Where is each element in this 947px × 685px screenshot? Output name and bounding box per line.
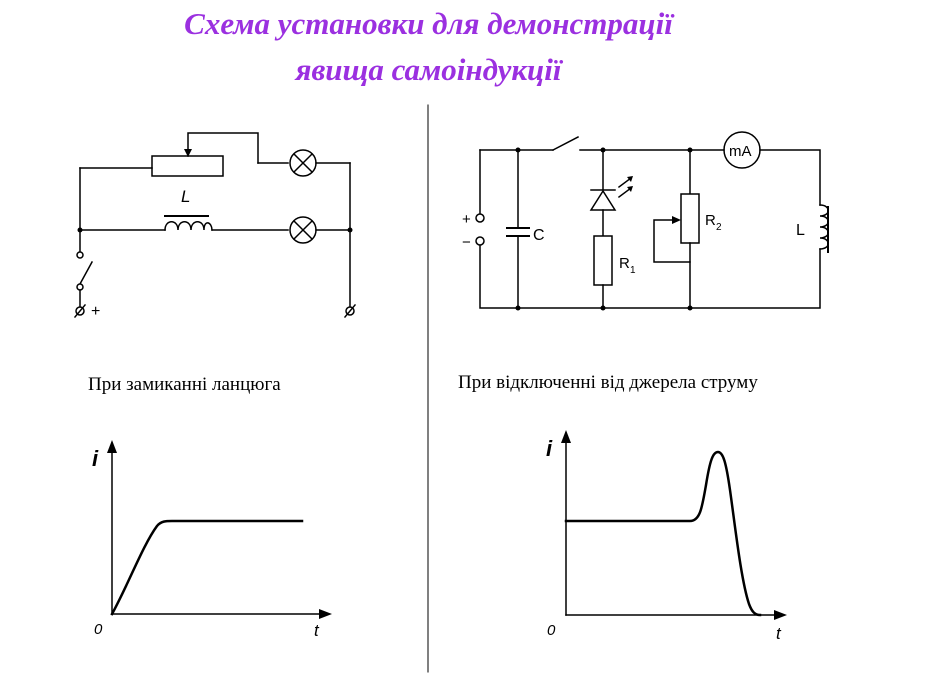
inductor-coil-right bbox=[819, 204, 829, 250]
rheostat bbox=[151, 155, 224, 177]
switch-left bbox=[78, 260, 94, 286]
terminal-minus bbox=[475, 236, 485, 246]
right-graph-x-label: t bbox=[776, 624, 782, 643]
right-graph bbox=[561, 430, 787, 620]
left-graph bbox=[107, 440, 332, 619]
right-graph-origin: 0 bbox=[547, 622, 556, 639]
right-graph-curve bbox=[564, 450, 762, 617]
rheostat-slider bbox=[187, 132, 259, 164]
lamp-top bbox=[289, 149, 317, 177]
left-graph-curve bbox=[110, 519, 304, 616]
left-inductor-label: L bbox=[181, 187, 190, 206]
right-graph-y-label: i bbox=[546, 436, 553, 461]
left-graph-x-label: t bbox=[314, 621, 320, 640]
r2-label: R bbox=[705, 212, 716, 229]
right-minus-label: − bbox=[462, 234, 471, 251]
resistor-r1 bbox=[593, 235, 613, 286]
caption-closing-circuit: При замиканні ланцюга bbox=[88, 374, 281, 395]
r2-subscript: 2 bbox=[716, 222, 722, 233]
left-circuit bbox=[73, 132, 357, 319]
r1-subscript: 1 bbox=[630, 265, 636, 276]
resistor-r2 bbox=[680, 193, 700, 244]
switch-right bbox=[551, 135, 580, 152]
milliammeter-label: mA bbox=[729, 143, 752, 160]
page-title-line-2: явища самоіндукції bbox=[295, 52, 562, 87]
lamp-bottom bbox=[289, 216, 317, 244]
inductor-coil-left bbox=[164, 221, 213, 231]
page-title-line-1: Схема установки для демонстрації bbox=[184, 6, 673, 41]
led-diode bbox=[589, 189, 617, 211]
left-graph-y-label: i bbox=[92, 446, 99, 471]
left-terminal-plus: + bbox=[91, 303, 100, 320]
right-circuit bbox=[475, 131, 829, 311]
caption-disconnecting-source: При відключенні від джерела струму bbox=[458, 372, 758, 393]
capacitor-label: C bbox=[533, 227, 545, 244]
terminal-plus bbox=[475, 213, 485, 223]
rheostat-arrow bbox=[184, 149, 192, 157]
right-plus-label: + bbox=[462, 211, 471, 228]
left-graph-origin: 0 bbox=[94, 621, 103, 638]
r1-label: R bbox=[619, 255, 630, 272]
right-inductor-label: L bbox=[796, 222, 805, 239]
